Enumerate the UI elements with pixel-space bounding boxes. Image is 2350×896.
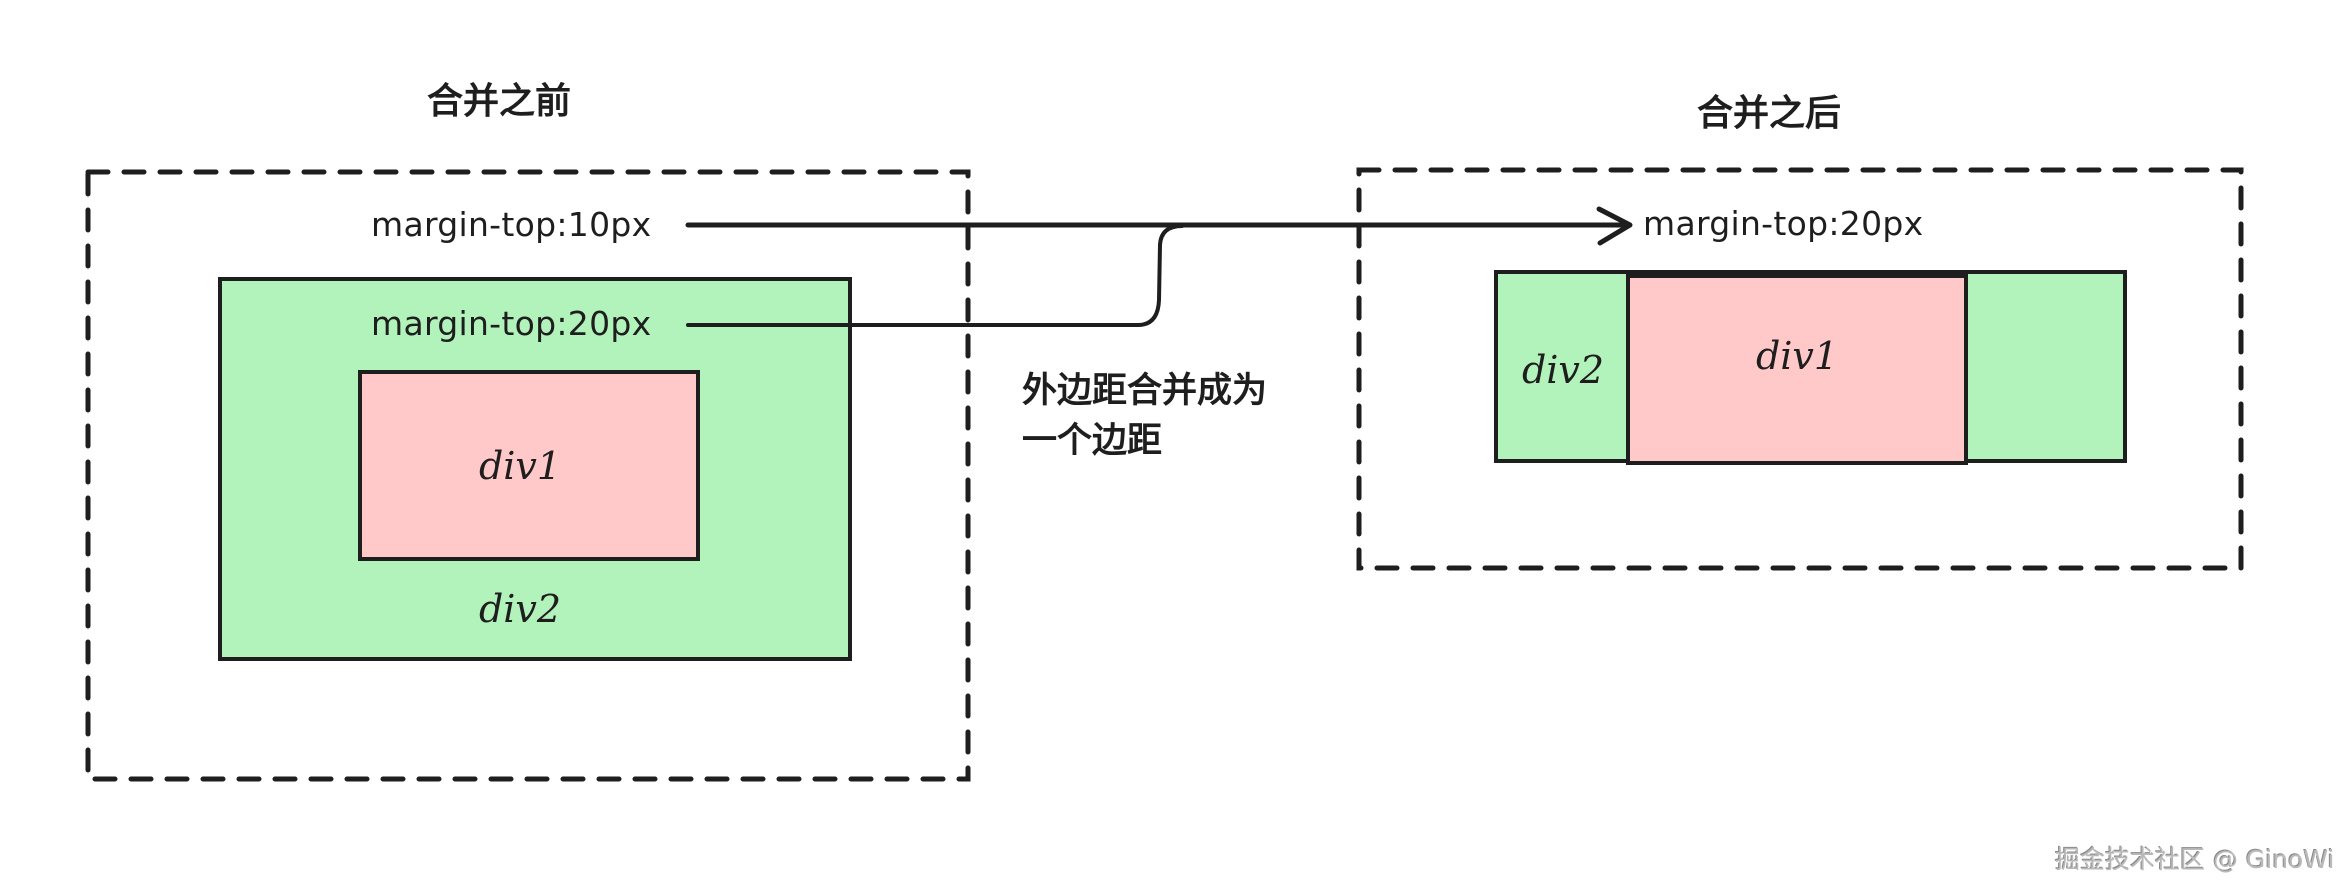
after-container-dashed-box xyxy=(1356,167,2244,571)
after-div2-label: div2 xyxy=(1521,348,1605,392)
watermark: 掘金技术社区 @ GinoWi xyxy=(2055,845,2335,874)
before-div1-label: div1 xyxy=(478,444,562,488)
annotation-line-2: 一个边距 xyxy=(1022,421,1163,461)
annotation-text: 外边距合并成为 一个边距 xyxy=(1022,366,1267,466)
before-container-dashed-box xyxy=(85,169,971,782)
after-title: 合并之后 xyxy=(1697,93,1842,134)
after-div1-label: div1 xyxy=(1755,334,1839,378)
before-title: 合并之前 xyxy=(427,81,572,122)
connector-line-20px xyxy=(686,224,1184,327)
before-div2-label: div2 xyxy=(478,587,562,631)
after-margin-label: margin-top:20px xyxy=(1643,204,1924,243)
before-div1-box xyxy=(358,370,700,561)
annotation-line-1: 外边距合并成为 xyxy=(1022,371,1268,411)
before-inner-margin-label: margin-top:20px xyxy=(371,304,652,343)
arrow-head-icon xyxy=(1596,206,1633,246)
after-div1-box xyxy=(1626,274,1968,465)
before-outer-margin-label: margin-top:10px xyxy=(371,205,652,244)
